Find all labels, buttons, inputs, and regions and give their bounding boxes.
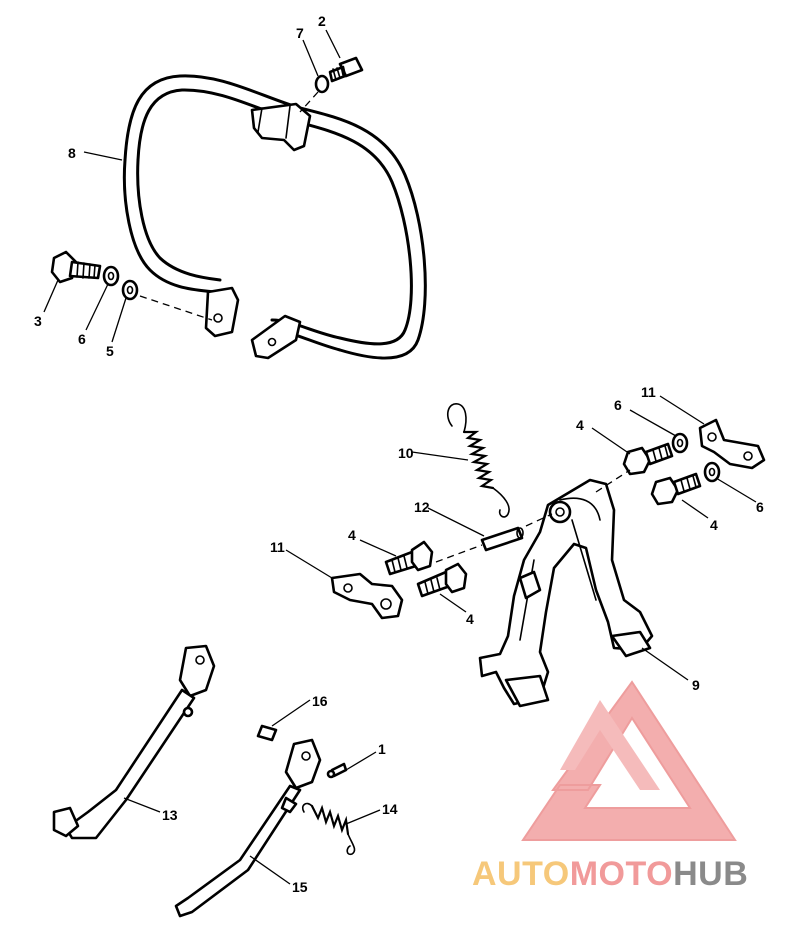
watermark-text: AUTOMOTOHUB (472, 855, 748, 893)
mount-plate-part-11-right (698, 418, 766, 470)
callout-13: 13 (162, 807, 178, 823)
callout-3: 3 (34, 313, 42, 329)
spring-part-14 (301, 802, 356, 856)
screw-part-1 (326, 762, 348, 779)
side-stand-part-13 (52, 644, 216, 840)
callout-14: 14 (382, 801, 398, 817)
center-stand-part-9 (478, 478, 654, 708)
callout-numbers: 2 7 8 3 6 5 10 4 6 11 6 4 12 11 4 4 9 16… (34, 13, 764, 895)
callout-4-bottom: 4 (466, 611, 474, 627)
logo-inner-mark (560, 700, 660, 790)
leader-lines (43, 29, 757, 885)
bolt-part-2 (328, 56, 364, 83)
callout-8: 8 (68, 145, 76, 161)
lockwasher-part-6-left (102, 265, 120, 287)
callout-11-right: 11 (641, 384, 656, 400)
crash-bar-part-8 (122, 74, 427, 360)
lockwasher-part-7 (314, 74, 330, 94)
callout-10: 10 (398, 445, 414, 461)
callout-9: 9 (692, 677, 700, 693)
callout-16: 16 (312, 693, 328, 709)
callout-2: 2 (318, 13, 326, 29)
washer-part-6-right-bottom (703, 461, 721, 483)
watermark-hub: HUB (673, 855, 748, 893)
callout-4-right: 4 (710, 517, 718, 533)
washer-part-5 (121, 279, 139, 301)
washer-part-6-right-top (671, 432, 689, 454)
callout-1: 1 (378, 741, 386, 757)
pin-part-12 (480, 526, 524, 552)
callout-7: 7 (296, 25, 304, 41)
watermark-auto: AUTO (472, 855, 570, 893)
callout-6-right: 6 (756, 499, 764, 515)
bolt-part-4-c (384, 540, 434, 576)
bolt-part-4-d (416, 562, 468, 598)
mount-plate-part-11-left (330, 572, 404, 620)
callout-15: 15 (292, 879, 308, 895)
crash-bar-right-mount (250, 314, 302, 360)
bolt-part-4-b (650, 472, 702, 506)
logo-triangle-mark (521, 680, 737, 841)
callout-4-left: 4 (348, 527, 356, 543)
crash-bar-left-mount (204, 286, 240, 338)
callout-4-top: 4 (576, 417, 584, 433)
pin-part-16 (256, 724, 278, 742)
watermark-logo (521, 680, 737, 841)
callout-6-left: 6 (78, 331, 86, 347)
spring-part-10 (446, 403, 510, 518)
callout-5: 5 (106, 343, 114, 359)
callout-12: 12 (414, 499, 430, 515)
callout-11-left: 11 (270, 539, 285, 555)
crash-bar-top-clamp (250, 102, 312, 152)
watermark-moto: MOTO (570, 855, 673, 893)
bolt-part-4-a (622, 442, 674, 476)
bolt-part-3 (50, 250, 102, 284)
callout-6-top: 6 (614, 397, 622, 413)
side-stand-part-15 (174, 738, 322, 918)
